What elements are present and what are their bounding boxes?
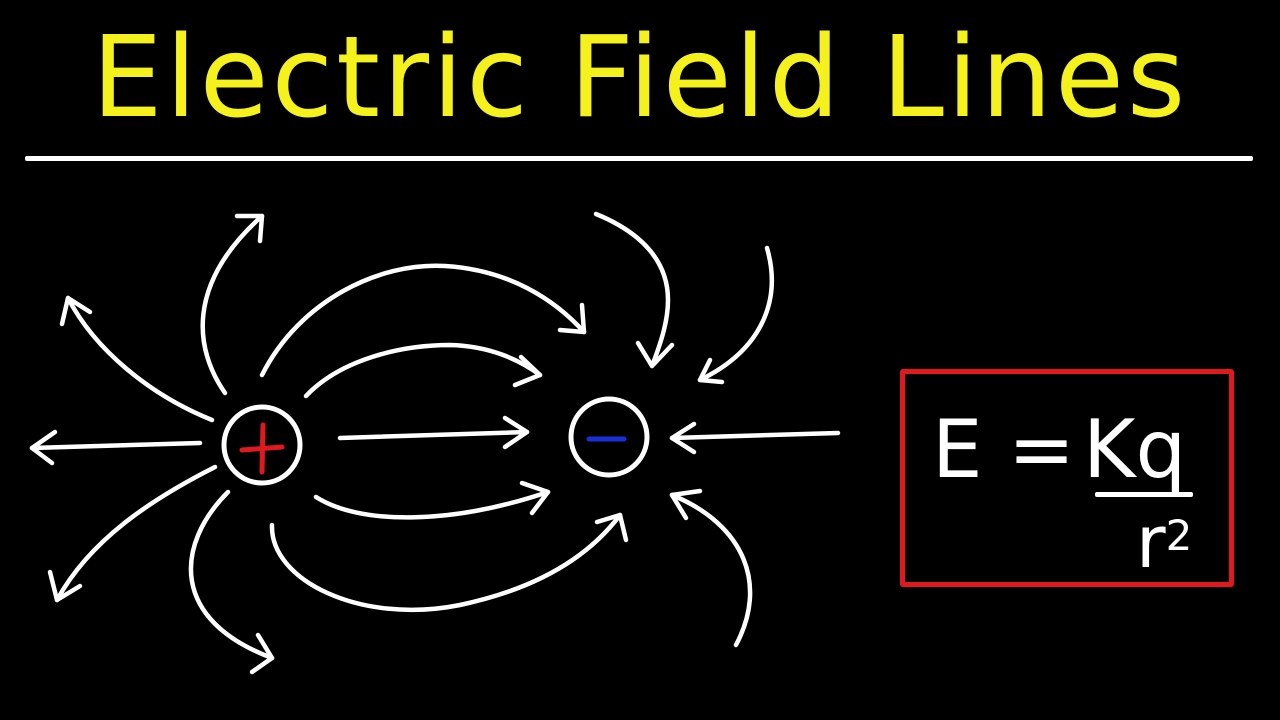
positive-charge-ring (221, 404, 303, 486)
arrowhead-pos-to-neg-middle (502, 415, 530, 450)
arrowhead-neg-right (669, 421, 697, 455)
formula-box (900, 369, 1234, 587)
arrowhead-pos-to-neg-top (557, 302, 587, 335)
field-line-pos-to-neg-upper (303, 342, 543, 399)
field-line-neg-upper-left (593, 211, 671, 369)
arrowhead-pos-left (29, 429, 58, 466)
positive-charge-icon (239, 422, 285, 475)
field-line-pos-to-neg-bottom (269, 512, 623, 613)
title-underline (25, 156, 1253, 161)
field-line-pos-upper-left (65, 295, 215, 423)
formula-numerator: Kq (1083, 403, 1187, 496)
arrowhead-pos-to-neg-lower (519, 480, 551, 516)
field-line-pos-to-neg-top (259, 263, 587, 378)
title: Electric Field Lines (91, 13, 1189, 143)
arrowhead-neg-lower-right (669, 488, 703, 521)
field-line-pos-left (29, 440, 203, 451)
arrowhead-pos-upper-left (59, 295, 93, 327)
field-line-neg-upper-right (697, 245, 775, 383)
arrowhead-pos-upper (234, 213, 265, 244)
formula-fraction-bar (1095, 492, 1193, 497)
field-line-pos-to-neg-middle (337, 429, 530, 441)
formula-denominator: r2 (1136, 502, 1192, 582)
negative-charge-ring (568, 396, 650, 478)
arrowhead-neg-upper-right (697, 357, 725, 385)
arrowhead-pos-to-neg-upper (512, 354, 543, 388)
formula-denominator-base: r (1136, 500, 1166, 584)
arrowhead-pos-lower-left (47, 569, 83, 603)
field-line-pos-lower-left (54, 464, 218, 603)
field-line-pos-to-neg-lower (313, 489, 551, 520)
field-line-pos-upper (200, 213, 265, 396)
arrowhead-pos-to-neg-bottom (594, 512, 629, 543)
arrowhead-pos-lower (249, 632, 275, 675)
arrowhead-neg-upper-left (635, 340, 675, 369)
field-line-pos-lower (188, 489, 275, 661)
field-line-neg-right (669, 430, 841, 441)
formula-lhs: E = (932, 403, 1076, 496)
formula-denominator-exponent: 2 (1165, 511, 1193, 560)
field-line-neg-lower-right (669, 492, 753, 648)
